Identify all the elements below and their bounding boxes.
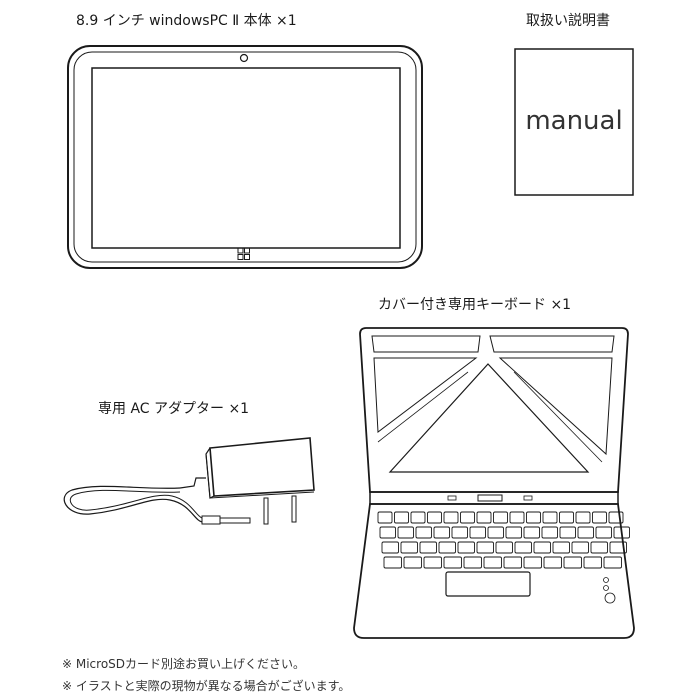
key (443, 511, 459, 524)
key (493, 511, 508, 524)
key (577, 526, 594, 539)
note-illustration: ※ イラストと実際の現物が異なる場合がございます。 (62, 679, 351, 693)
key (571, 541, 589, 554)
key (383, 556, 402, 569)
key (403, 556, 422, 569)
key (463, 556, 482, 569)
key (394, 511, 409, 524)
key (590, 541, 608, 554)
tablet-illustration (66, 44, 426, 274)
key (613, 526, 630, 539)
key (559, 526, 576, 539)
key (541, 526, 558, 539)
manual-cover-text: manual (525, 106, 623, 136)
key (410, 511, 426, 524)
adapter-illustration (60, 430, 330, 540)
key (397, 526, 414, 539)
key (575, 511, 591, 524)
key (523, 556, 542, 569)
key (483, 556, 502, 569)
key (505, 526, 522, 539)
key (400, 541, 418, 554)
key (487, 526, 504, 539)
key (495, 541, 513, 554)
key (533, 541, 551, 554)
key (415, 526, 432, 539)
key (509, 511, 525, 524)
key (451, 526, 468, 539)
key (377, 511, 393, 524)
key (443, 556, 462, 569)
key (476, 511, 492, 524)
key (552, 541, 570, 554)
keyboard-illustration (348, 322, 640, 644)
key (457, 541, 475, 554)
key (608, 511, 624, 524)
key (379, 526, 396, 539)
keyboard-keys (377, 511, 630, 569)
key (460, 511, 475, 524)
key (609, 541, 627, 554)
key (542, 511, 558, 524)
windows-logo-icon (237, 247, 250, 260)
camera-icon (239, 53, 249, 63)
key (514, 541, 532, 554)
key (592, 511, 607, 524)
key (419, 541, 437, 554)
key (381, 541, 399, 554)
note-microsd: ※ MicroSDカード別途お買い上げください。 (62, 657, 306, 671)
keyboard-label: カバー付き専用キーボード ×1 (378, 297, 572, 313)
tablet-label: 8.9 インチ windowsPC Ⅱ 本体 ×1 (76, 13, 297, 29)
key (503, 556, 522, 569)
key (603, 556, 622, 569)
manual-label: 取扱い説明書 (526, 13, 610, 29)
manual-illustration: manual (514, 48, 634, 196)
key (559, 511, 574, 524)
key (433, 526, 450, 539)
key (476, 541, 494, 554)
key (469, 526, 486, 539)
adapter-label: 専用 AC アダプター ×1 (98, 401, 250, 417)
key (526, 511, 541, 524)
key (595, 526, 612, 539)
key (427, 511, 442, 524)
key (543, 556, 562, 569)
key (583, 556, 602, 569)
key (563, 556, 582, 569)
key (423, 556, 442, 569)
key (438, 541, 456, 554)
key (523, 526, 540, 539)
